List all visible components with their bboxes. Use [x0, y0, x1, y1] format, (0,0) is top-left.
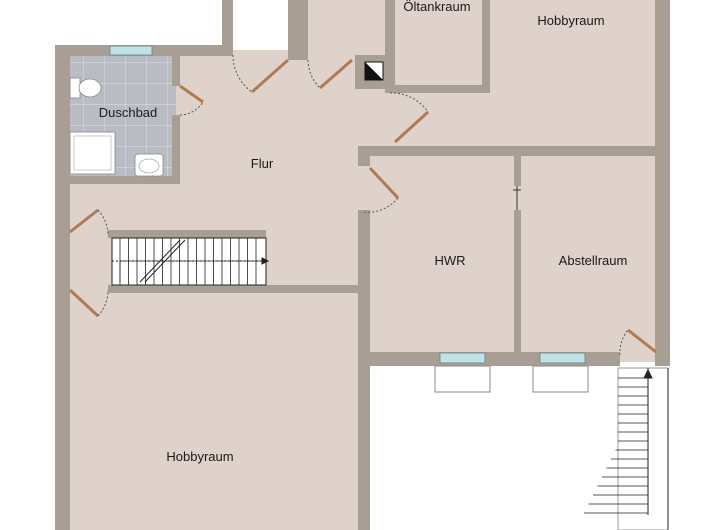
- wall-left: [55, 45, 70, 530]
- door-top-2: [319, 58, 353, 90]
- washbasin-icon: [134, 153, 164, 177]
- wall-stair-top: [108, 230, 266, 238]
- wall-stub-a: [222, 0, 233, 56]
- wall-hwr-abstell: [514, 156, 521, 186]
- window-hwr: [439, 352, 486, 364]
- wall-bad-right-2: [172, 115, 180, 183]
- door-duschbad: [179, 84, 204, 104]
- wall-hwr-left-top: [358, 146, 370, 166]
- window-abstell: [539, 352, 586, 364]
- lightwell-hwr: [434, 365, 491, 393]
- wall-stair-bottom: [108, 285, 363, 293]
- chimney-icon: [364, 61, 384, 81]
- label-oltankraum: Öltankraum: [403, 0, 470, 14]
- exterior-stair-treads: [584, 377, 648, 514]
- wall-right: [655, 0, 670, 370]
- door-swing-icon: [68, 54, 657, 356]
- wall-bad-bottom: [70, 176, 180, 184]
- door-left-1: [69, 208, 99, 234]
- wall-oel-a: [385, 0, 395, 92]
- wall-oel-b: [385, 85, 490, 93]
- label-hwr: HWR: [434, 253, 465, 268]
- door-abstell: [627, 328, 657, 354]
- floor-flur-2: [300, 50, 660, 150]
- door-hwr: [368, 166, 400, 200]
- wall-oel-left: [300, 0, 308, 60]
- label-flur: Flur: [251, 156, 274, 171]
- label-hobbyraum-bottom: Hobbyraum: [166, 449, 233, 464]
- staircase-icon: [111, 237, 270, 286]
- label-duschbad: Duschbad: [99, 105, 158, 120]
- label-hobbyraum-top: Hobbyraum: [537, 13, 604, 28]
- shower-tray-icon: [69, 131, 116, 175]
- wall-hwr-left: [358, 210, 370, 530]
- wall-hwr-abstell-2: [514, 210, 521, 360]
- exterior-top-left: [0, 0, 222, 45]
- wall-oel-c: [482, 0, 490, 92]
- exterior-top-gap: [233, 0, 288, 50]
- toilet-icon: [69, 77, 102, 99]
- door-top-1: [251, 58, 289, 94]
- lightwell-abstell: [532, 365, 589, 393]
- window-icon: [109, 45, 589, 393]
- floor-hobbyraum-bottom: [62, 290, 362, 530]
- floor-hwr: [362, 150, 660, 362]
- door-left-2: [68, 288, 100, 318]
- wall-hwr-top: [358, 146, 670, 156]
- door-hobbyraum-top: [393, 110, 430, 144]
- label-abstellraum: Abstellraum: [559, 253, 628, 268]
- exterior-staircase-icon: [584, 367, 669, 530]
- wall-stub-b: [288, 0, 303, 60]
- wall-bad-right: [172, 56, 180, 86]
- window-duschbad: [109, 45, 153, 56]
